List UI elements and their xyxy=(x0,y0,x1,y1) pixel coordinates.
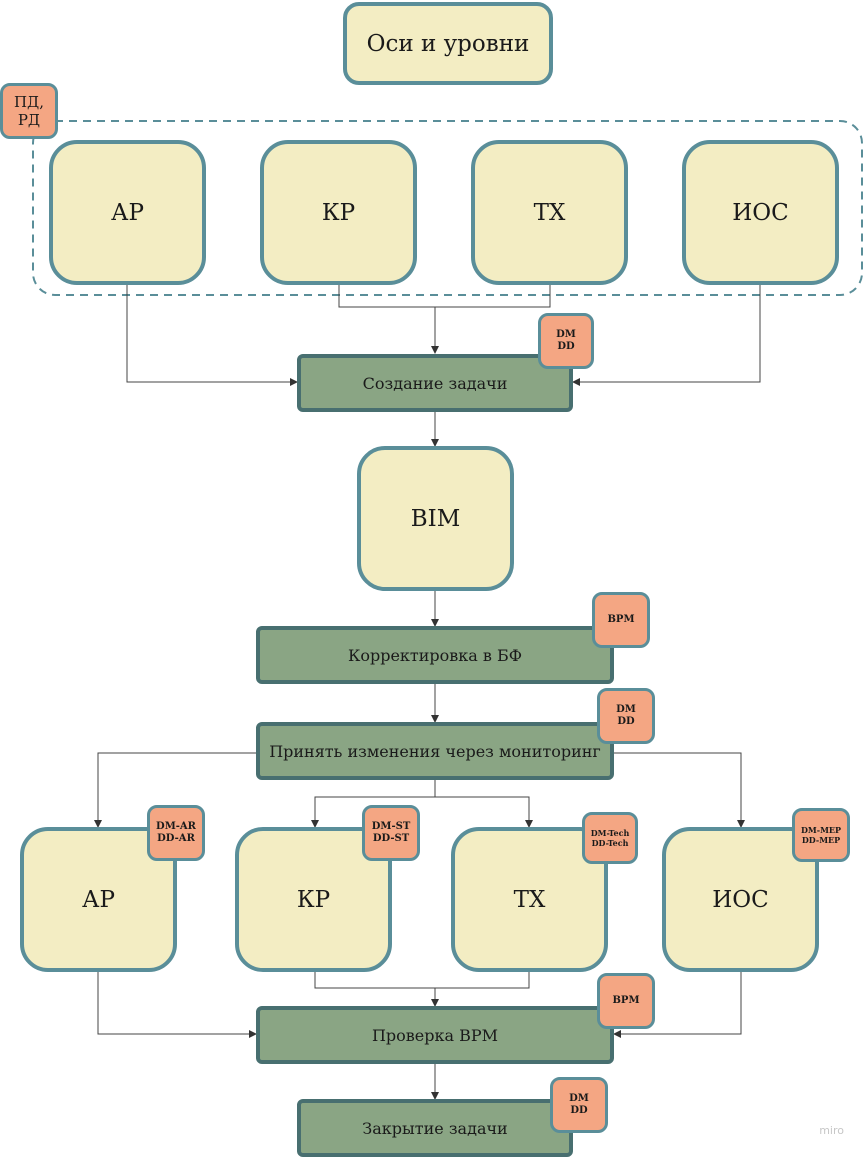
link-accept-to-ios xyxy=(612,752,745,828)
link-accept-to-ar xyxy=(94,752,258,828)
link-accept-split xyxy=(311,780,436,828)
close-task-step[interactable]: Закрытие задачи xyxy=(297,1099,573,1157)
miro-watermark: miro xyxy=(819,1124,844,1137)
discipline-kr-top[interactable]: КР xyxy=(260,140,417,285)
discipline-ios-bottom-tag: DM-MEP DD-MEP xyxy=(792,808,850,862)
dashed-group-frame xyxy=(32,120,863,296)
link-kr-tx-merge-bottom xyxy=(314,972,530,989)
check-bpm-tag: BPM xyxy=(597,973,655,1029)
bim-node[interactable]: BIM xyxy=(357,446,514,591)
discipline-ios-bottom[interactable]: ИОС xyxy=(662,827,819,972)
link-ios-to-check xyxy=(613,972,742,1038)
accept-changes-step[interactable]: Принять изменения через мониторинг xyxy=(256,722,614,780)
create-task-step[interactable]: Создание задачи xyxy=(297,354,573,412)
create-task-tag: DM DD xyxy=(538,313,594,369)
discipline-tx-bottom[interactable]: ТХ xyxy=(451,827,608,972)
axes-levels-node[interactable]: Оси и уровни xyxy=(343,2,553,85)
discipline-ar-bottom-tag: DM-AR DD-AR xyxy=(147,805,205,861)
link-accept-split-tx xyxy=(435,796,533,828)
discipline-tx-bottom-tag: DM-Tech DD-Tech xyxy=(582,812,638,864)
correction-step[interactable]: Корректировка в БФ xyxy=(256,626,614,684)
discipline-tx-top[interactable]: ТХ xyxy=(471,140,628,285)
correction-tag: BPM xyxy=(592,592,650,648)
link-ios-to-create xyxy=(572,285,761,386)
discipline-ar-top[interactable]: АР xyxy=(49,140,206,285)
link-kr-tx-merge xyxy=(338,285,551,308)
link-ar-to-check xyxy=(97,972,257,1038)
link-ar-to-create xyxy=(126,285,298,386)
check-bpm-step[interactable]: Проверка BPM xyxy=(256,1006,614,1064)
close-task-tag: DM DD xyxy=(550,1077,608,1133)
pd-rd-tag: ПД, РД xyxy=(0,83,58,139)
discipline-kr-bottom-tag: DM-ST DD-ST xyxy=(362,805,420,861)
discipline-ios-top[interactable]: ИОС xyxy=(682,140,839,285)
accept-changes-tag: DM DD xyxy=(597,688,655,744)
